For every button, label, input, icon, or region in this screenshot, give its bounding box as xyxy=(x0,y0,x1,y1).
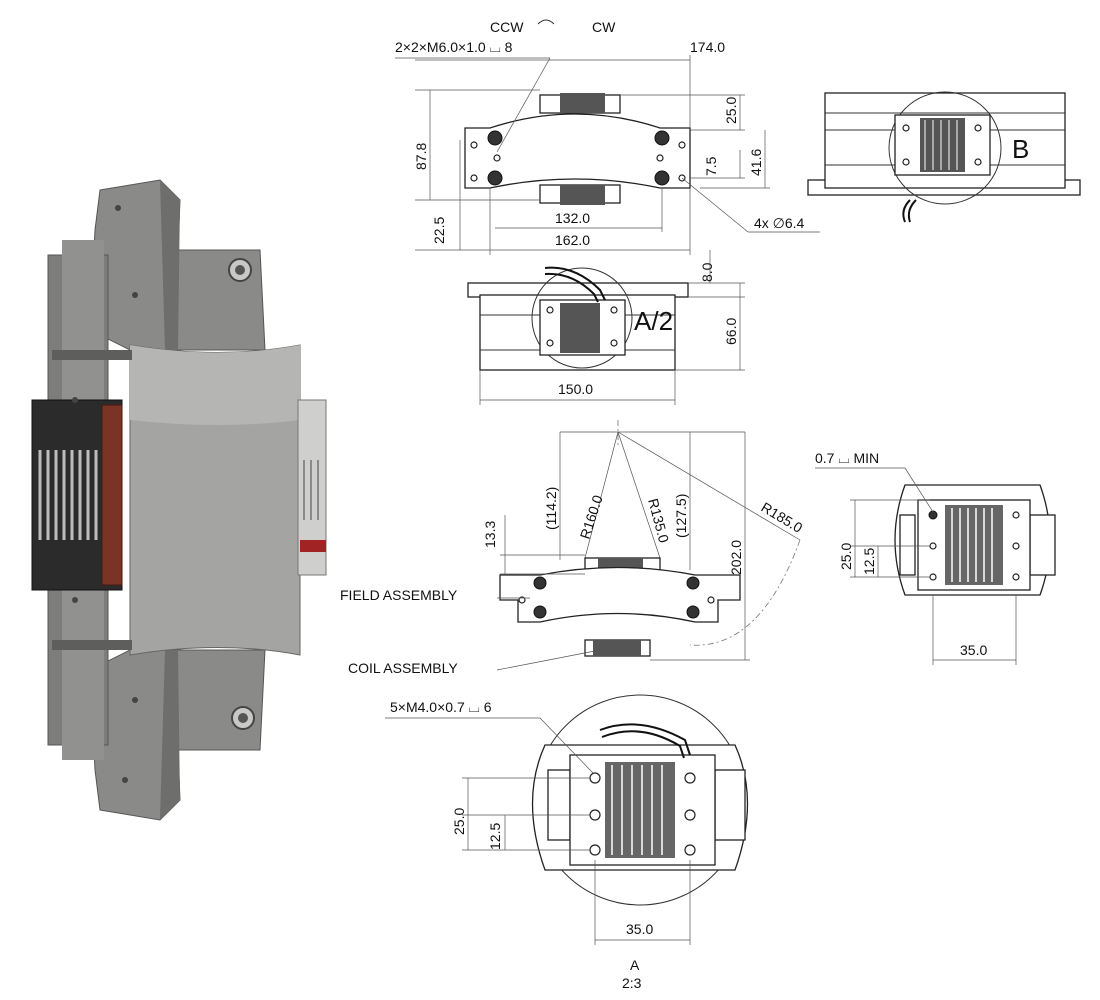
top-thread-callout: 2×2×M6.0×1.0 ⌴ 8 xyxy=(395,39,513,55)
dim-25-detail-a: 25.0 xyxy=(451,808,467,835)
cw-label: CW xyxy=(592,19,616,35)
top-view xyxy=(395,55,820,255)
dim-12-5-detail-a: 12.5 xyxy=(487,823,503,850)
radius-160: R160.0 xyxy=(577,493,606,541)
detail-a-scale: 2:3 xyxy=(622,975,642,991)
dim-202: 202.0 xyxy=(728,540,744,575)
dim-35-detail-a: 35.0 xyxy=(626,921,653,937)
detail-right-view xyxy=(815,467,1056,665)
dim-8: 8.0 xyxy=(699,262,715,282)
dim-150: 150.0 xyxy=(558,381,593,397)
front-view-label: A/2 xyxy=(634,306,673,336)
rotation-arc-icon xyxy=(537,19,555,25)
detail-a-view xyxy=(385,694,749,945)
arc-view xyxy=(496,420,801,671)
dim-87-8: 87.8 xyxy=(413,143,429,170)
dim-35-right: 35.0 xyxy=(960,642,987,658)
depth-note: 0.7 ⌴ MIN xyxy=(815,450,879,466)
dim-127: (127.5) xyxy=(673,494,689,538)
dim-66: 66.0 xyxy=(723,318,739,345)
detail-a-thread-callout: 5×M4.0×0.7 ⌴ 6 xyxy=(390,699,492,715)
detail-b-label: B xyxy=(1012,134,1029,164)
radius-185: R185.0 xyxy=(758,499,805,536)
ccw-label: CCW xyxy=(490,19,524,35)
detail-a-label: A xyxy=(630,957,640,973)
dim-12-5-right: 12.5 xyxy=(861,548,877,575)
radius-135: R135.0 xyxy=(645,497,672,545)
dim-7-5: 7.5 xyxy=(703,156,719,176)
dim-174: 174.0 xyxy=(690,39,725,55)
field-assembly-label: FIELD ASSEMBLY xyxy=(340,587,458,603)
dim-25-top: 25.0 xyxy=(723,97,739,124)
dim-132: 132.0 xyxy=(555,210,590,226)
dim-162: 162.0 xyxy=(555,232,590,248)
dim-13-3: 13.3 xyxy=(482,521,498,548)
dim-114: (114.2) xyxy=(543,487,559,530)
dim-41-6: 41.6 xyxy=(748,149,764,176)
dim-22-5: 22.5 xyxy=(431,217,447,244)
front-view xyxy=(467,250,745,405)
coil-assembly-label: COIL ASSEMBLY xyxy=(348,660,458,676)
detail-b-view xyxy=(807,91,1081,223)
dim-25-right: 25.0 xyxy=(838,543,854,570)
holes-callout: 4x ∅6.4 xyxy=(754,215,805,231)
product-photo xyxy=(31,179,327,821)
